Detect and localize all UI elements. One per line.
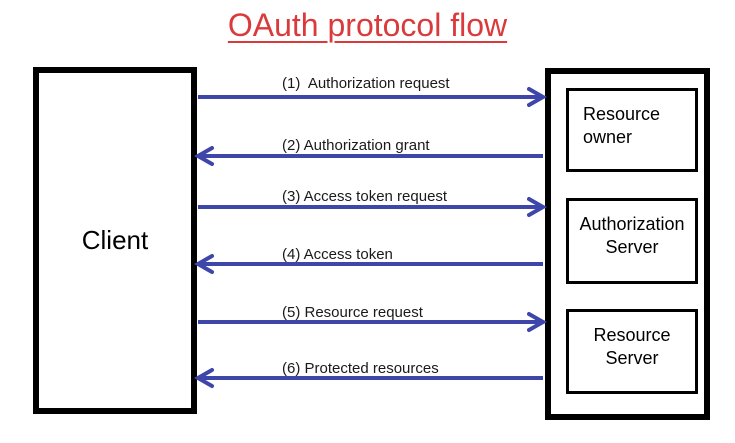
flow-arrowhead-right-step5 bbox=[527, 312, 548, 332]
resource-owner-box: Resource owner bbox=[566, 88, 698, 172]
arrow-label-step3: (3) Access token request bbox=[282, 188, 448, 205]
arrow-label-step5: (5) Resource request bbox=[282, 304, 423, 321]
authorization-server-box: Authorization Server bbox=[566, 198, 698, 284]
flow-arrowhead-left-step6 bbox=[193, 368, 214, 388]
arrow-label-step1: (1) Authorization request bbox=[282, 75, 450, 92]
flow-arrowhead-left-step4 bbox=[193, 254, 214, 274]
resource-server-label-line1: Resource bbox=[593, 325, 671, 345]
resource-server-label-line2: Server bbox=[605, 348, 659, 369]
diagram-title: OAuth protocol flow bbox=[0, 7, 735, 44]
flow-arrowhead-left-step2 bbox=[193, 146, 214, 166]
arrow-label-step2: (2) Authorization grant bbox=[282, 137, 430, 154]
authorization-server-label-line2: Server bbox=[605, 237, 659, 258]
resource-owner-label-line1: Resource bbox=[583, 104, 661, 124]
arrow-label-step4: (4) Access token bbox=[282, 246, 393, 263]
flow-arrowhead-right-step1 bbox=[527, 87, 548, 107]
resource-server-box: Resource Server bbox=[566, 309, 698, 394]
diagram-title-text: OAuth protocol flow bbox=[227, 7, 508, 43]
resource-owner-label-line2: owner bbox=[583, 127, 633, 148]
client-label: Client bbox=[81, 225, 149, 255]
arrow-label-step6: (6) Protected resources bbox=[282, 360, 439, 377]
authorization-server-label-line1: Authorization bbox=[579, 214, 685, 234]
client-box: Client bbox=[33, 67, 197, 414]
flow-arrowhead-right-step3 bbox=[527, 197, 548, 217]
